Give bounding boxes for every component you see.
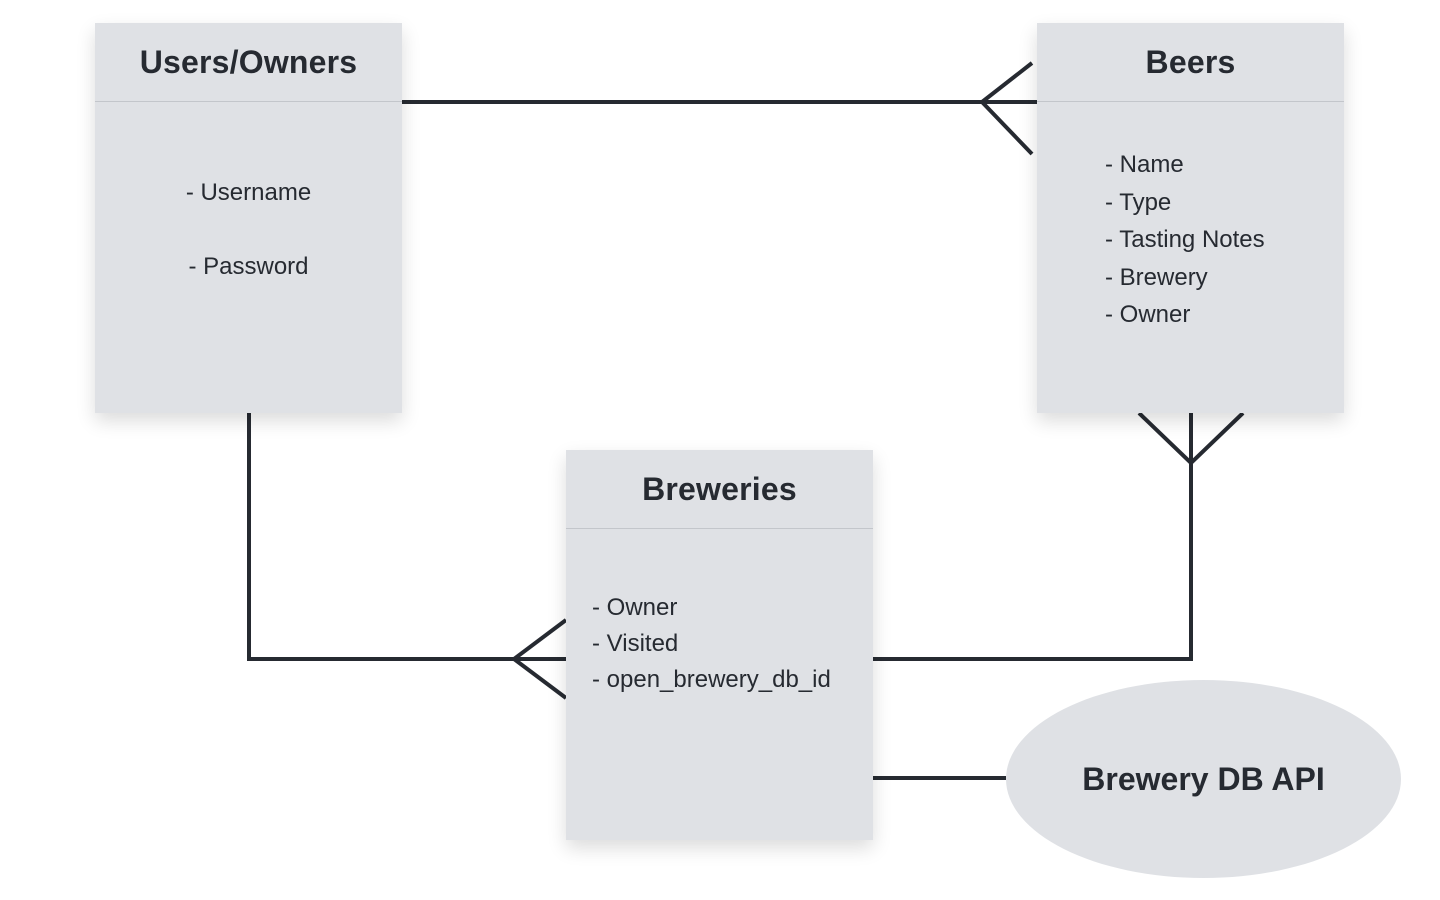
field-list: - Name - Type - Tasting Notes - Brewery … bbox=[1105, 146, 1265, 334]
field-list: - Owner - Visited - open_brewery_db_id bbox=[592, 590, 831, 698]
relationship-users-breweries bbox=[247, 413, 568, 700]
field-name: - Name bbox=[1105, 151, 1184, 178]
field-visited: - Visited bbox=[592, 630, 679, 657]
entity-users-owners[interactable]: Users/Owners - Username - Password bbox=[95, 23, 402, 413]
external-api-label: Brewery DB API bbox=[1082, 760, 1325, 797]
field-type: - Type bbox=[1105, 188, 1172, 216]
entity-breweries[interactable]: Breweries - Owner - Visited - open_brewe… bbox=[566, 450, 873, 840]
crows-foot-beers bbox=[979, 61, 1034, 156]
field-owner: - Owner bbox=[592, 594, 678, 621]
entity-title: Breweries bbox=[642, 470, 797, 507]
field-open-brewery-db-id: - open_brewery_db_id bbox=[592, 666, 831, 693]
field-tasting-notes: - Tasting Notes bbox=[1105, 226, 1265, 253]
field-password: - Password bbox=[188, 253, 309, 280]
crows-foot-beers-bottom bbox=[1137, 411, 1245, 466]
entity-header: Breweries bbox=[566, 450, 873, 529]
entity-header: Beers bbox=[1037, 23, 1344, 102]
field-username: - Username bbox=[185, 179, 312, 206]
entity-title: Users/Owners bbox=[139, 43, 358, 80]
relationship-users-beers bbox=[402, 61, 1037, 156]
field-brewery: - Brewery bbox=[1105, 263, 1208, 291]
field-list: - Username - Password bbox=[95, 156, 402, 304]
field-owner: - Owner bbox=[1105, 301, 1191, 328]
relationship-breweries-beers bbox=[873, 411, 1245, 661]
crows-foot-breweries bbox=[510, 618, 568, 700]
external-api-node[interactable]: Brewery DB API bbox=[1006, 680, 1401, 878]
entity-header: Users/Owners bbox=[95, 23, 402, 102]
entity-title: Beers bbox=[1145, 43, 1236, 80]
entity-beers[interactable]: Beers - Name - Type - Tasting Notes - Br… bbox=[1037, 23, 1344, 413]
